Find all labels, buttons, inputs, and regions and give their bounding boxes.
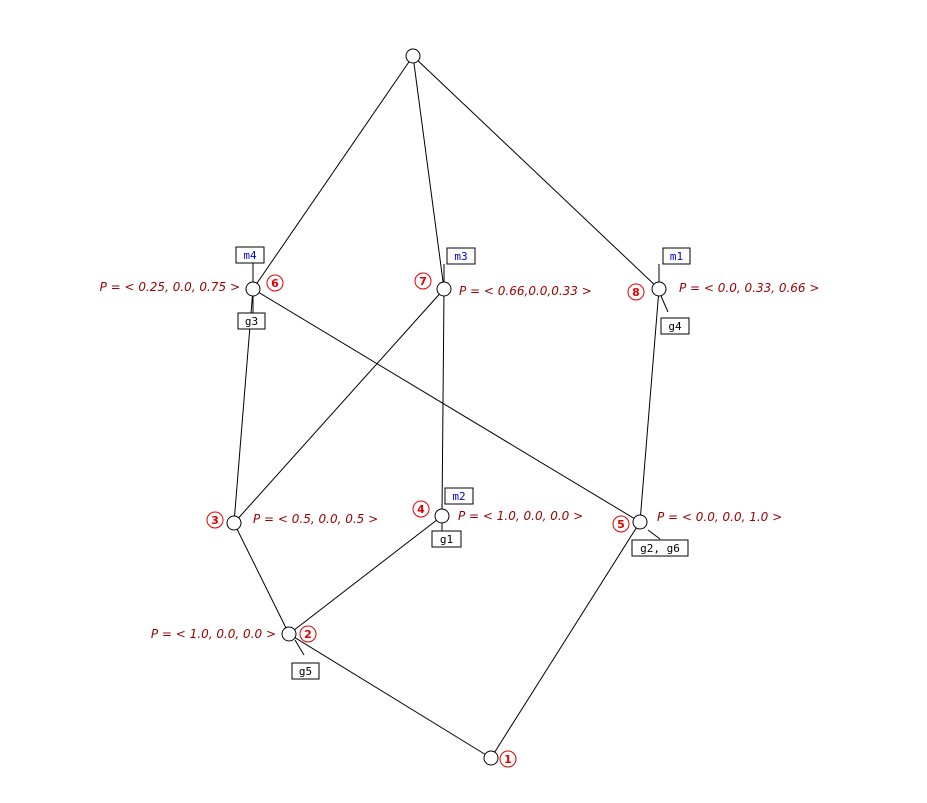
node-number: 7 — [419, 275, 427, 288]
edge-n2-n1 — [288, 633, 492, 759]
edge-n7-n3 — [233, 288, 445, 524]
object-label-box — [291, 662, 320, 680]
node-number-ring — [612, 515, 630, 533]
node-probability: P = < 1.0, 0.0, 0.0 > — [458, 509, 583, 523]
node-probability: P = < 0.66,0.0,0.33 > — [459, 284, 592, 298]
node-number-ring — [414, 272, 432, 290]
edge-n6-n5 — [252, 288, 641, 523]
edge-n4-n2 — [288, 515, 443, 635]
attribute-label: m3 — [454, 250, 467, 263]
node-probability: P = < 0.0, 0.0, 1.0 > — [657, 510, 782, 524]
object-label: g2, g6 — [640, 542, 680, 555]
lattice-node[interactable] — [281, 626, 297, 642]
node-number: 5 — [617, 518, 625, 531]
node-probability: P = < 0.0, 0.33, 0.66 > — [679, 281, 819, 295]
object-label-box — [431, 530, 462, 548]
edge-n5-n1 — [490, 521, 641, 759]
lattice-node[interactable] — [405, 48, 421, 64]
node-number-ring — [206, 511, 224, 529]
node-outline — [226, 515, 242, 531]
node-number-ring — [499, 750, 517, 768]
node-outline — [405, 48, 421, 64]
node-number-ring — [627, 283, 645, 301]
object-label-box — [237, 312, 266, 330]
node-labels: 6 P = < 0.25, 0.0, 0.75 > m4 g3 7 P = < 0.66,… — [100, 246, 819, 768]
node-outline — [281, 626, 297, 642]
lattice-node[interactable] — [632, 514, 648, 530]
object-label: g4 — [668, 320, 682, 333]
object-leader-line — [294, 639, 305, 656]
lattice-node[interactable] — [226, 515, 242, 531]
lattice-node[interactable] — [651, 281, 667, 297]
lattice-node[interactable] — [245, 281, 261, 297]
object-label: g5 — [299, 665, 312, 678]
edge-n7-n4 — [441, 288, 445, 517]
attribute-label: m4 — [243, 249, 257, 262]
node-number-ring — [266, 274, 284, 292]
edge-n8-n5 — [639, 288, 660, 523]
node-number: 2 — [304, 628, 312, 641]
lattice-edges — [233, 55, 660, 759]
node-number-ring — [299, 625, 317, 643]
edge-top-n7 — [412, 55, 445, 290]
lattice-node[interactable] — [434, 508, 450, 524]
attribute-label-box — [444, 487, 474, 505]
object-label-box — [660, 317, 690, 335]
object-label: g1 — [440, 533, 453, 546]
node-outline — [483, 750, 499, 766]
attribute-label-box — [662, 247, 691, 265]
node-outline — [632, 514, 648, 530]
attribute-label: m1 — [670, 250, 683, 263]
node-outline — [245, 281, 261, 297]
edge-top-n6 — [252, 55, 414, 290]
node-number: 1 — [504, 753, 512, 766]
attribute-label-box — [235, 246, 265, 264]
node-probability: P = < 0.25, 0.0, 0.75 > — [100, 280, 240, 294]
object-leader-line — [660, 295, 669, 313]
node-outline — [651, 281, 667, 297]
node-number-ring — [412, 500, 430, 518]
node-probability: P = < 1.0, 0.0, 0.0 > — [151, 627, 276, 641]
node-outline — [434, 508, 450, 524]
lattice-node[interactable] — [483, 750, 499, 766]
edge-n3-n2 — [233, 522, 290, 635]
node-number: 8 — [632, 286, 640, 299]
node-number: 6 — [271, 277, 279, 290]
object-label-box — [631, 539, 689, 557]
lattice-node[interactable] — [436, 281, 452, 297]
lattice-nodes — [226, 48, 667, 766]
attribute-label: m2 — [452, 490, 465, 503]
object-leader-line — [647, 529, 661, 540]
node-number: 3 — [211, 514, 219, 527]
label-leader-lines — [252, 263, 669, 656]
node-outline — [436, 281, 452, 297]
attribute-label-box — [446, 247, 476, 265]
edge-top-n8 — [412, 55, 660, 290]
object-label: g3 — [245, 315, 258, 328]
node-probability: P = < 0.5, 0.0, 0.5 > — [253, 512, 378, 526]
node-number: 4 — [417, 503, 425, 516]
